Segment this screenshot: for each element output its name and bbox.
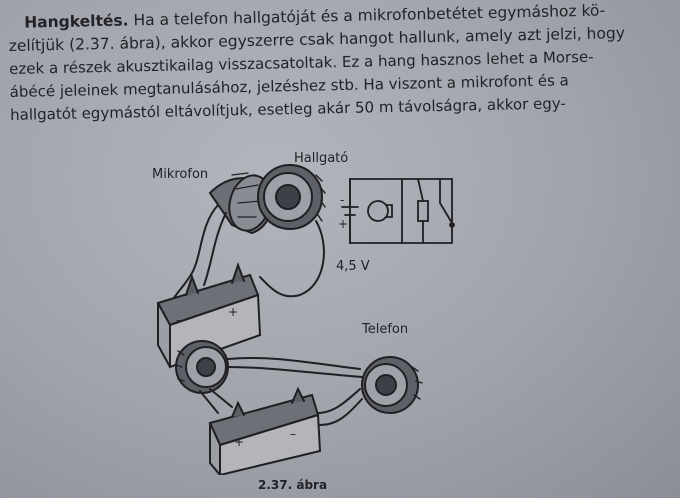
handset-right-drawing	[361, 356, 423, 414]
paragraph: Hangkeltés. Ha a telefon hallgatóját és …	[8, 0, 676, 127]
label-mikrofon: Mikrofon	[152, 167, 209, 182]
handset-left-drawing	[175, 340, 229, 394]
figure-drawing	[156, 164, 455, 478]
figure-caption: 2.37. ábra	[258, 478, 328, 492]
label-battery-top-plus: +	[228, 305, 239, 319]
circuit-diagram	[341, 178, 455, 244]
figure-2-37: Mikrofon Hallgató Telefon 4,5 V + - – + …	[140, 145, 480, 478]
label-battery-bottom-minus: –	[290, 427, 296, 441]
battery-bottom-drawing	[208, 386, 322, 478]
label-hallgato: Hallgató	[294, 151, 349, 166]
label-battery-bottom-plus: +	[234, 435, 245, 449]
earphone-drawing	[257, 164, 326, 230]
label-battery-top-minus: –	[176, 313, 182, 327]
label-circuit-minus: -	[340, 193, 345, 207]
label-telefon: Telefon	[362, 322, 409, 337]
label-voltage: 4,5 V	[336, 259, 370, 274]
label-circuit-plus: +	[338, 217, 349, 231]
paragraph-heading: Hangkeltés.	[24, 11, 129, 32]
